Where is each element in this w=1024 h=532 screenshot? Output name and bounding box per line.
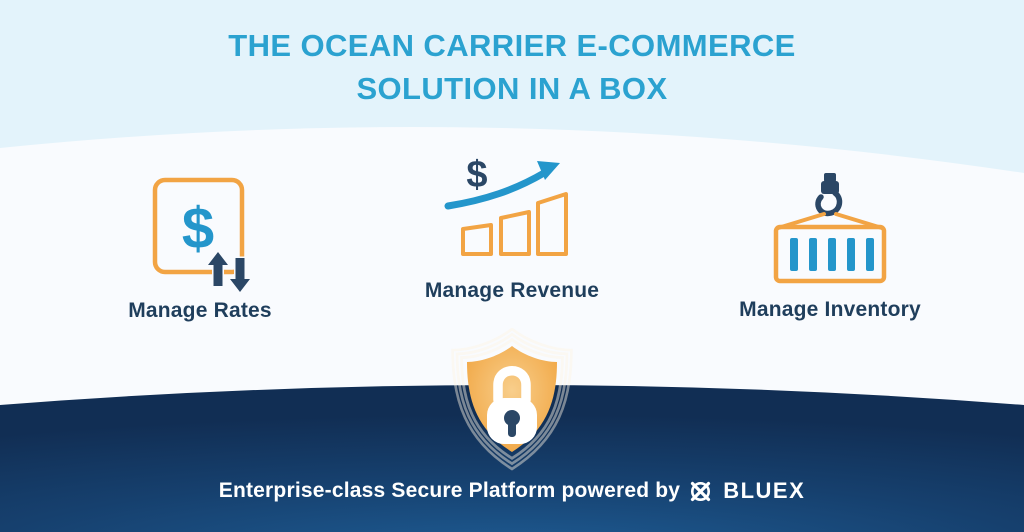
feature-label-manage-revenue: Manage Revenue (424, 279, 600, 302)
svg-text:$: $ (466, 154, 487, 196)
footer-caption: Enterprise-class Secure Platform powered… (0, 474, 1024, 508)
bottom-navy-band (0, 385, 1024, 532)
bluex-ring-x-logo-icon (691, 481, 711, 501)
page-title-line1: THE OCEAN CARRIER E-COMMERCE (228, 28, 796, 63)
price-tag-dollar-up-down-arrows-icon: $ (152, 177, 254, 295)
brand-name: BLUEX (723, 478, 806, 503)
container-crane-hook-icon (773, 173, 887, 284)
svg-text:$: $ (182, 196, 214, 261)
feature-label-manage-rates: Manage Rates (128, 299, 272, 322)
footer-message: Enterprise-class Secure Platform powered… (218, 479, 681, 502)
lock-keyhole (504, 410, 520, 426)
lock-shackle (493, 366, 531, 405)
feature-label-manage-inventory: Manage Inventory (739, 298, 921, 321)
shield-lock-icon (451, 328, 573, 471)
page-title-line2: SOLUTION IN A BOX (356, 71, 668, 106)
page-title: THE OCEAN CARRIER E-COMMERCE SOLUTION IN… (0, 24, 1024, 110)
growth-bars-dollar-arrow-icon: $ (444, 154, 568, 256)
